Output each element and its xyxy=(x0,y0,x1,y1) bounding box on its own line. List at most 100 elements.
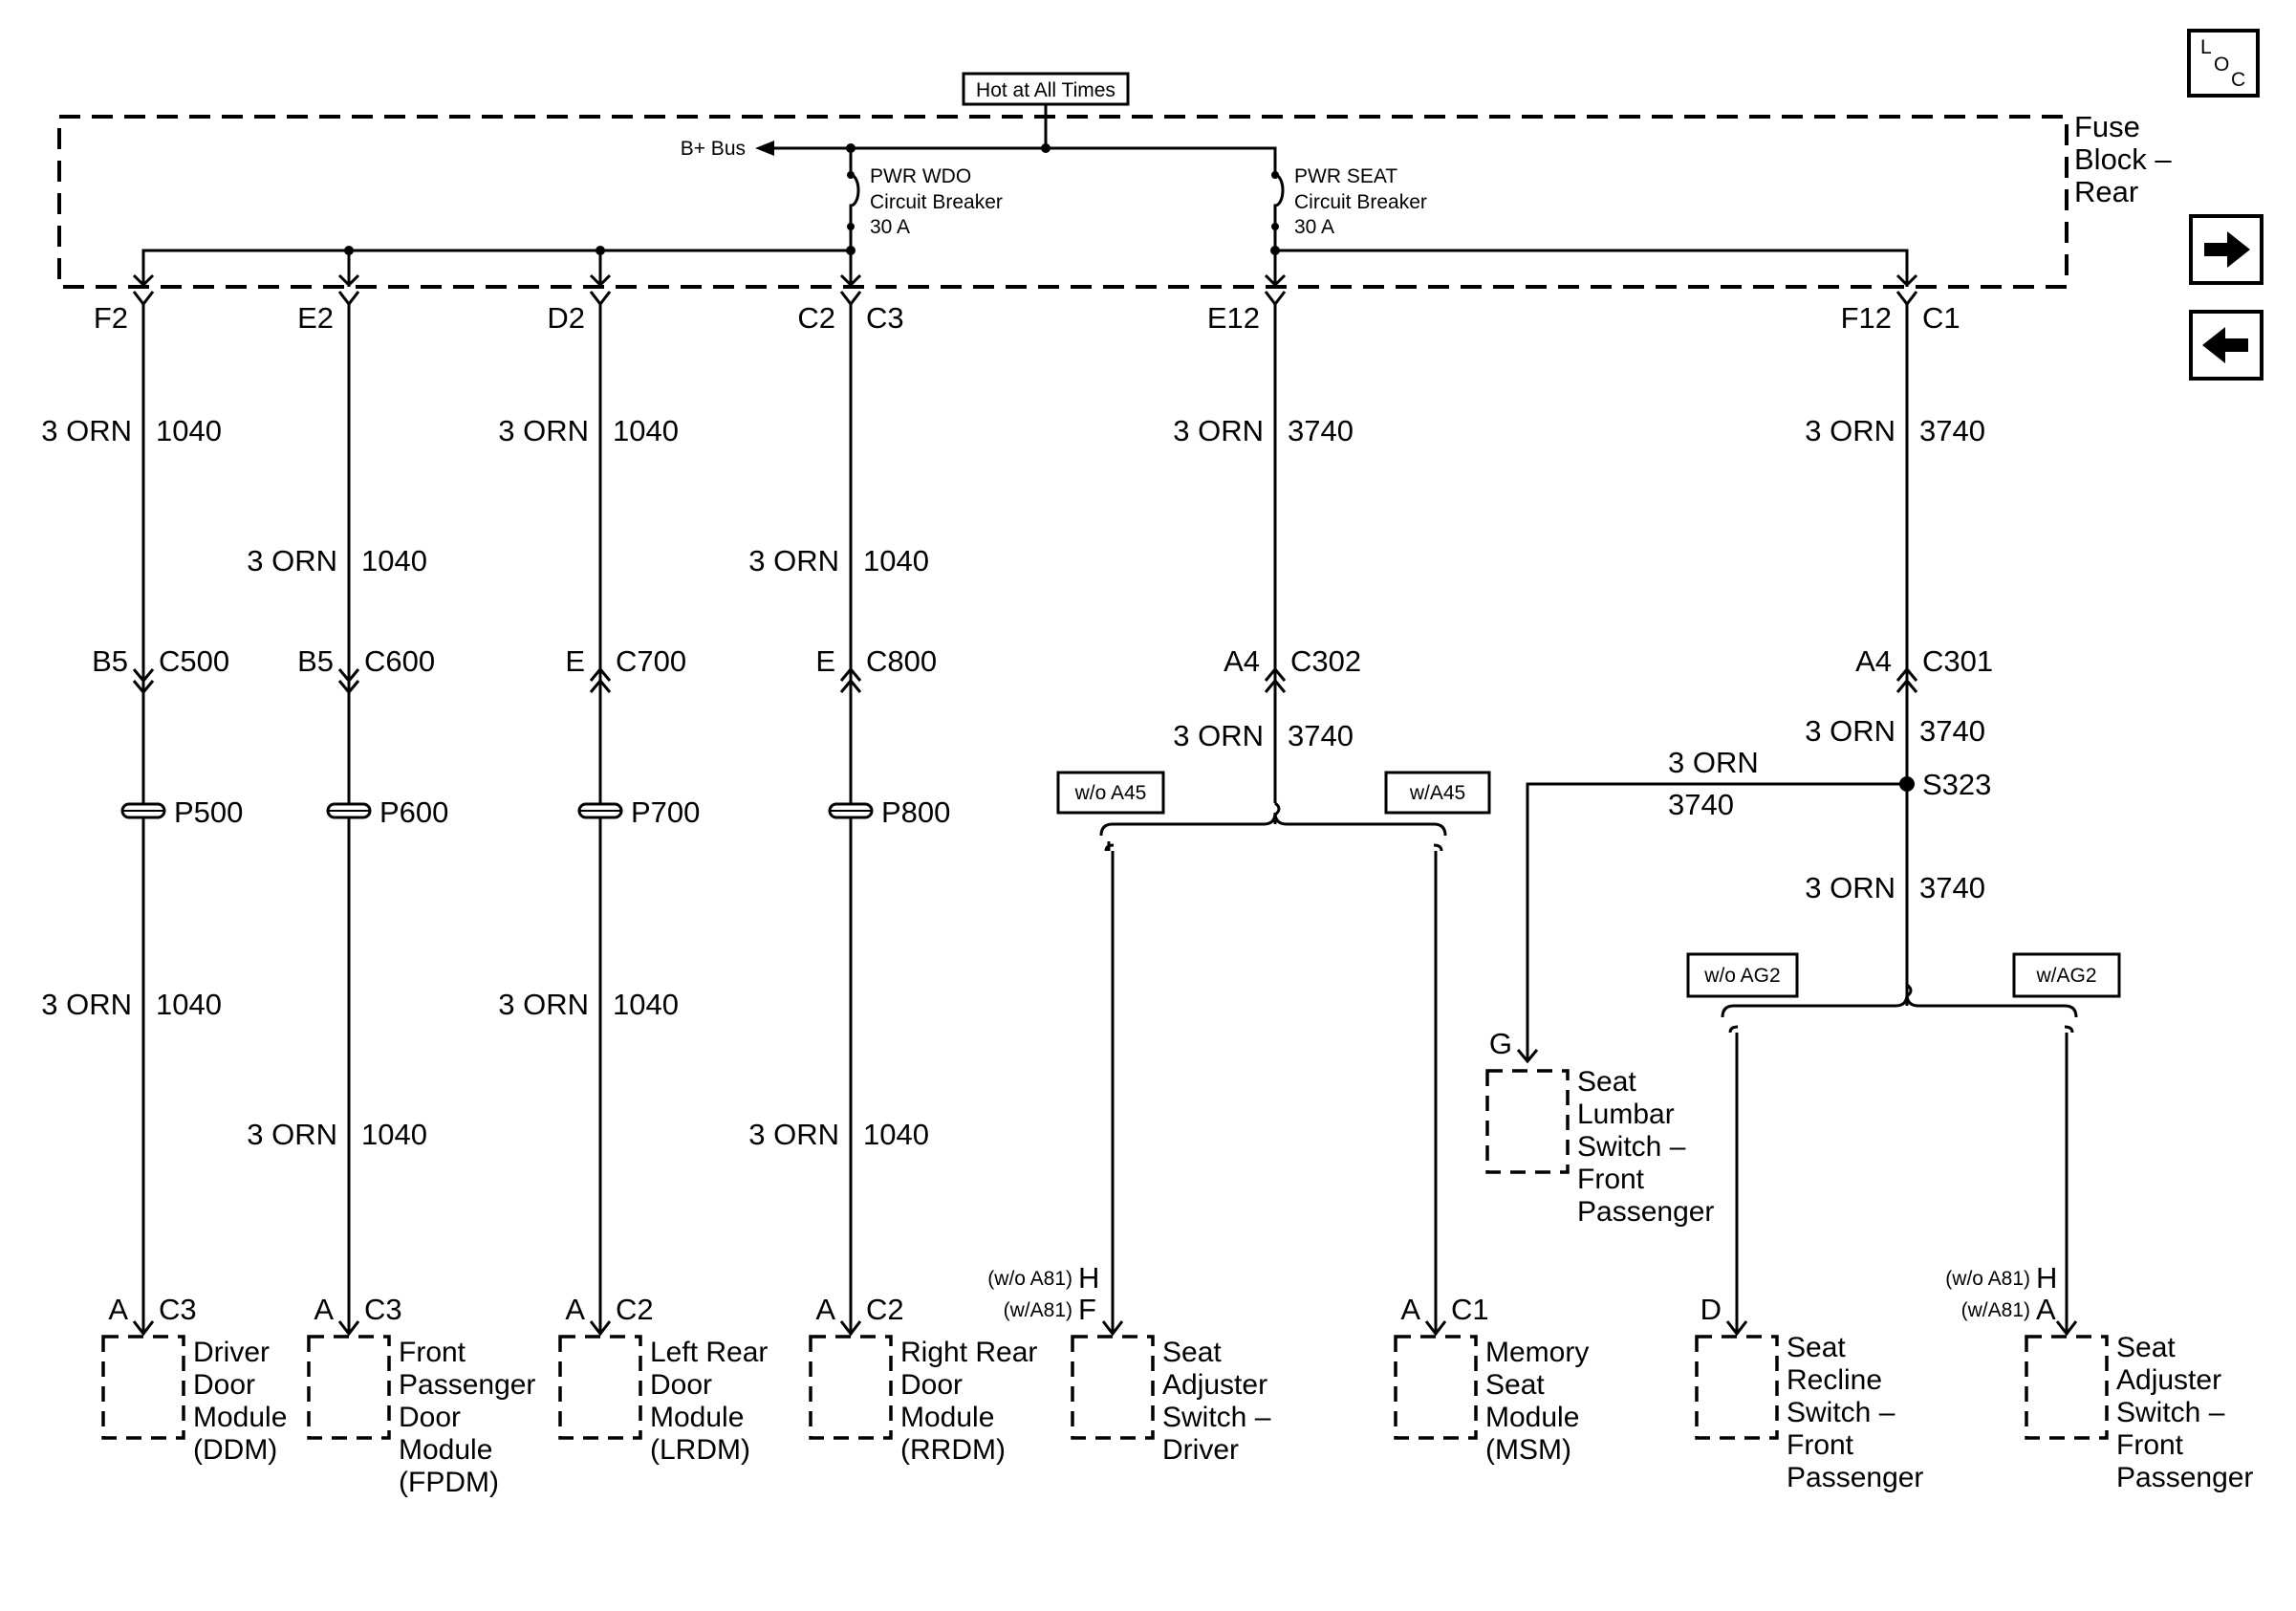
svg-text:Seat: Seat xyxy=(1787,1332,1846,1363)
c301-label: C301 xyxy=(1922,644,1993,678)
svg-text:Passenger: Passenger xyxy=(2116,1462,2253,1493)
svg-text:Module: Module xyxy=(900,1402,994,1433)
fpdm-conn: C3 xyxy=(364,1293,402,1326)
sasd-name: Seat Adjuster Switch – Driver xyxy=(1162,1337,1271,1466)
sasd-opt1: (w/o A81) xyxy=(987,1268,1072,1290)
opt-w-ag2-box xyxy=(2012,952,2121,998)
loc-button[interactable]: L O C xyxy=(2187,29,2260,98)
lumbar-pin: G xyxy=(1489,1027,1512,1060)
sasp-box xyxy=(2025,1335,2109,1440)
wire-ddm-orn-1: 3 ORN xyxy=(41,414,132,447)
wire-f12-orn-2: 3 ORN xyxy=(1805,714,1895,748)
wire-lumbar-orn: 3 ORN xyxy=(1668,746,1759,779)
next-page-button[interactable] xyxy=(2189,214,2264,285)
rrdm-conn: C2 xyxy=(866,1293,904,1326)
svg-text:Module: Module xyxy=(650,1402,744,1433)
fpdm-pin: A xyxy=(314,1293,334,1326)
msm-pin: A xyxy=(1400,1293,1420,1326)
svg-text:Lumbar: Lumbar xyxy=(1577,1099,1675,1130)
ddm-pin: A xyxy=(108,1293,128,1326)
c500-label: C500 xyxy=(159,644,229,678)
svg-text:Seat: Seat xyxy=(1577,1066,1636,1098)
lrdm-box xyxy=(558,1335,642,1440)
lrdm-name: Left Rear Door Module (LRDM) xyxy=(650,1337,768,1466)
svg-text:Module: Module xyxy=(399,1434,492,1466)
svg-text:Memory: Memory xyxy=(1485,1337,1589,1368)
svg-text:Right Rear: Right Rear xyxy=(900,1337,1037,1368)
previous-page-button[interactable] xyxy=(2189,310,2264,381)
wire-lumbar-num: 3740 xyxy=(1668,788,1734,821)
arrow-right-icon xyxy=(2204,231,2250,268)
svg-text:Driver: Driver xyxy=(193,1337,270,1368)
ddm-name: Driver Door Module (DDM) xyxy=(193,1337,287,1466)
svg-text:Door: Door xyxy=(399,1402,461,1433)
rrdm-box xyxy=(809,1335,893,1440)
opt-wo-ag2-box xyxy=(1686,952,1799,998)
pin-e2: E2 xyxy=(297,301,334,335)
svg-text:(FPDM): (FPDM) xyxy=(399,1467,499,1498)
wire-rrdm-num-2: 1040 xyxy=(863,1118,929,1151)
wire-rrdm-num-1: 1040 xyxy=(863,544,929,577)
wire-ddm-orn-2: 3 ORN xyxy=(41,988,132,1021)
rrdm-pin: A xyxy=(815,1293,835,1326)
wire-lrdm-orn-1: 3 ORN xyxy=(498,414,589,447)
lumbar-name: Seat Lumbar Switch – Front Passenger xyxy=(1577,1066,1714,1228)
sasp-opt2: (w/A81) xyxy=(1961,1299,2030,1321)
pin-d2: D2 xyxy=(547,301,585,335)
msm-conn: C1 xyxy=(1451,1293,1489,1326)
p800-label: P800 xyxy=(881,795,950,829)
sasd-pin1: H xyxy=(1078,1261,1099,1295)
svg-text:Seat: Seat xyxy=(2116,1332,2176,1363)
sasd-pin2: F xyxy=(1078,1293,1096,1326)
svg-text:Front: Front xyxy=(1577,1164,1645,1195)
c700-label: C700 xyxy=(616,644,686,678)
wire-fpdm-num-2: 1040 xyxy=(361,1118,427,1151)
svg-text:Door: Door xyxy=(650,1369,712,1401)
wire-fpdm-orn-2: 3 ORN xyxy=(247,1118,337,1151)
opt-w-a45-label: w/A45 xyxy=(1409,782,1465,804)
wire-rrdm-orn-2: 3 ORN xyxy=(748,1118,839,1151)
svg-text:Passenger: Passenger xyxy=(1577,1196,1714,1228)
c700-pin: E xyxy=(565,644,585,678)
pin-c1: C1 xyxy=(1922,301,1960,335)
svg-text:(MSM): (MSM) xyxy=(1485,1434,1571,1466)
sasp-pin2: A xyxy=(2036,1293,2056,1326)
svg-text:Seat: Seat xyxy=(1485,1369,1545,1401)
svg-text:(LRDM): (LRDM) xyxy=(650,1434,750,1466)
fpdm-name: Front Passenger Door Module (FPDM) xyxy=(399,1337,535,1498)
svg-text:Switch –: Switch – xyxy=(2116,1397,2225,1428)
svg-text:Front: Front xyxy=(2116,1429,2184,1461)
c302-pin: A4 xyxy=(1224,644,1260,678)
c800-pin: E xyxy=(815,644,835,678)
lrdm-conn: C2 xyxy=(616,1293,654,1326)
wire-lrdm-num-2: 1040 xyxy=(613,988,679,1021)
wire-fpdm-num-1: 1040 xyxy=(361,544,427,577)
rrdm-name: Right Rear Door Module (RRDM) xyxy=(900,1337,1037,1466)
svg-text:Driver: Driver xyxy=(1162,1434,1239,1466)
svg-text:Passenger: Passenger xyxy=(399,1369,535,1401)
sasp-name: Seat Adjuster Switch – Front Passenger xyxy=(2116,1332,2253,1493)
wire-rrdm-orn-1: 3 ORN xyxy=(748,544,839,577)
wire-f12-num-2: 3740 xyxy=(1919,714,1985,748)
c500-pin: B5 xyxy=(92,644,128,678)
ddm-conn: C3 xyxy=(159,1293,197,1326)
grommets xyxy=(120,802,874,819)
pwr-wdo-label-3: 30 A xyxy=(870,216,910,238)
opt-wo-a45-label: w/o A45 xyxy=(1074,782,1147,804)
pin-c3: C3 xyxy=(866,301,904,335)
hot-at-all-times-label: Hot at All Times xyxy=(976,79,1116,101)
opt-w-ag2-label: w/AG2 xyxy=(2035,965,2096,987)
svg-text:Switch –: Switch – xyxy=(1787,1397,1895,1428)
fuse-block-label-1: Fuse xyxy=(2074,110,2140,143)
sasp-opt1: (w/o A81) xyxy=(1945,1268,2030,1290)
c800-label: C800 xyxy=(866,644,937,678)
opt-wo-a45-box xyxy=(1056,771,1165,815)
p600-label: P600 xyxy=(379,795,448,829)
recline-pin: D xyxy=(1700,1293,1722,1326)
recline-box xyxy=(1695,1335,1779,1440)
sasd-opt2: (w/A81) xyxy=(1004,1299,1072,1321)
fuse-block-label-2: Block – xyxy=(2074,142,2172,176)
svg-text:Seat: Seat xyxy=(1162,1337,1222,1368)
c301-pin: A4 xyxy=(1855,644,1892,678)
